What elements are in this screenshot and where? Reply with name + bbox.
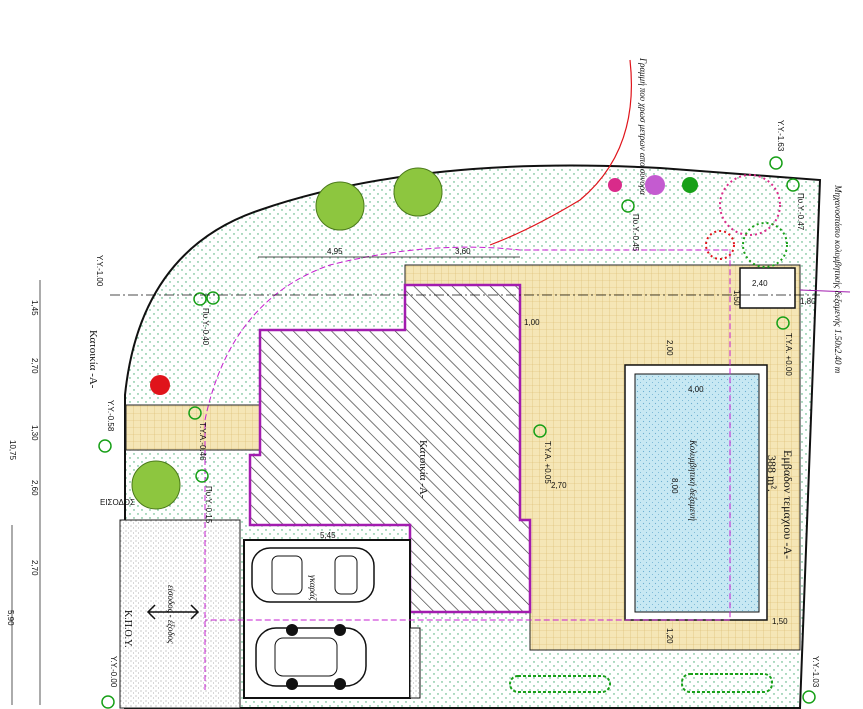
shrub-icon: [150, 175, 698, 395]
red-note-line: [489, 59, 633, 246]
dim-545: 5,45: [320, 531, 336, 540]
hedge-icon: [509, 673, 773, 693]
house-footprint: [248, 283, 532, 614]
plot-area-label: Εμβαδον τεμαχιου -Α-: [781, 450, 795, 559]
building-label-left: Κατοικία -Α-: [87, 330, 99, 389]
level-ta-046: Τ.Υ.Α.-0.46: [198, 422, 207, 461]
pool-label: Κολυμβητική δεξαμενή: [688, 439, 698, 521]
level-pv-045: Πυ.Υ.-0.45: [631, 214, 640, 252]
entrance-label: ΕΙΣΟΔΟΣ: [100, 498, 135, 507]
entrance-area: [119, 519, 241, 709]
level-yy-mid-left: Υ.Υ.-0.58: [106, 400, 115, 432]
plot-area-value: 388 m².: [765, 455, 779, 492]
building-label: Κατοικία -Α-: [417, 440, 429, 499]
paved-left: [125, 404, 267, 451]
palm-icon: [705, 174, 788, 268]
dim-left-130: 1,30: [30, 425, 39, 441]
red-note: Γραμμή που χρωσ μετρων απο σύνορα: [638, 57, 648, 195]
setback-line: [204, 246, 731, 690]
dim-pump-h: 1,50: [732, 290, 741, 306]
level-ta-005: Τ.Υ.Α. +0.05: [543, 441, 552, 484]
dim-360: 3,60: [455, 247, 471, 256]
dimension-lines: [11, 256, 820, 705]
dim-150-bottom: 1,50: [772, 617, 788, 626]
dim-left-270: 2,70: [30, 358, 39, 374]
dim-120: 1,20: [665, 628, 674, 644]
dim-100: 1,00: [524, 318, 540, 327]
level-yy-top-right: Υ.Υ.-1.63: [776, 120, 785, 152]
garage-label: γκαράζ: [308, 575, 318, 602]
dim-left-270b: 2,70: [30, 560, 39, 576]
pump-note: Μηχανοστάσιο κολυμβητικής δεξαμενής 1.50…: [833, 184, 843, 374]
pool: [634, 373, 760, 613]
level-yy-bottom-left: Υ.Υ.-0.00: [109, 656, 118, 688]
garage-ramp: [409, 627, 421, 699]
entrance-sign: είσοδος - έξοδος: [166, 585, 176, 644]
road-label: Κ.Π.Ο.Υ.: [122, 610, 133, 648]
dim-left-145: 1,45: [30, 300, 39, 316]
level-yy-left-top: Υ.Υ.-1.00: [95, 255, 104, 287]
dim-left-1075: 10,75: [8, 440, 17, 461]
level-ta-000: Τ.Υ.Α. +0.00: [784, 333, 793, 376]
level-pv-040: Πυ.Υ.-0.40: [201, 308, 210, 346]
dim-left-260: 2,60: [30, 480, 39, 496]
dim-200: 2,00: [665, 340, 674, 356]
double-arrow-icon: [146, 604, 200, 620]
dim-495: 4,95: [327, 247, 343, 256]
level-pv-047: Πυ.Υ.-0.47: [796, 193, 805, 231]
dim-pump-w: 2,40: [752, 279, 768, 288]
dim-pool-length: 8,00: [670, 478, 679, 494]
tree-icon: [131, 167, 443, 510]
level-pv-015: Πυ.Υ.-0.15: [204, 486, 213, 524]
pump-room: [739, 267, 796, 309]
dim-180: 1,80: [800, 297, 816, 306]
level-yy-bottom-right: Υ.Υ.-1.03: [811, 656, 820, 688]
dim-left-590: 5,90: [6, 610, 15, 626]
car-1: [251, 547, 375, 603]
dim-270: 2,70: [551, 481, 567, 490]
level-marker: [98, 156, 816, 709]
dim-pool-width: 4,00: [688, 385, 704, 394]
car-2: [255, 624, 367, 690]
pump-note-leader: [799, 289, 851, 293]
